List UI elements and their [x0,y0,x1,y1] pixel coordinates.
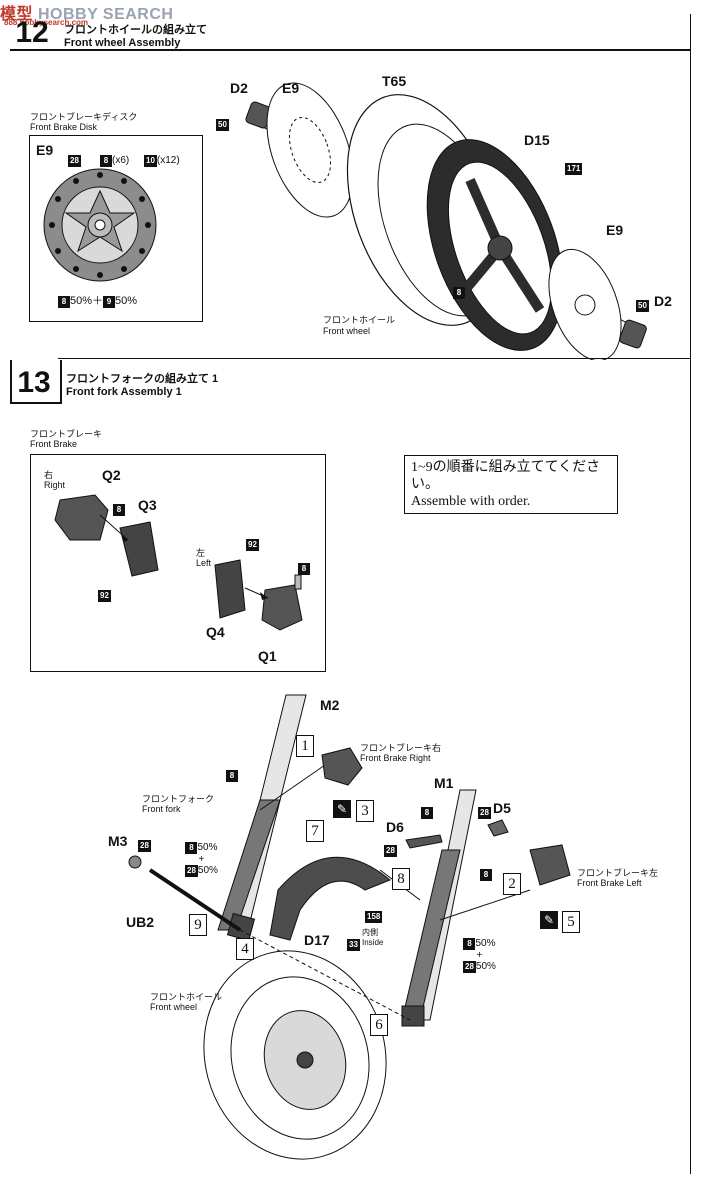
seq-5: 5 [562,911,580,933]
disk-part-label: E9 [36,142,54,158]
part-d5: D5 [493,800,511,816]
step-12-frame [10,14,690,51]
brake-detail-box [30,454,326,672]
seq-1: 1 [296,735,314,757]
paint-28-m3: 28 [138,840,151,852]
frame-right-edge [690,14,691,1174]
part-d2-right: D2 [654,293,672,309]
seq-2: 2 [503,873,521,895]
part-q3: Q3 [138,497,157,513]
brake-title-en: Front Brake [30,439,78,449]
brake-disk-illustration [43,168,157,282]
paint-8-brake-r: 8 [113,499,125,517]
inside-label: 内側 Inside [362,928,384,947]
note-en: Assemble with order. [411,494,531,509]
disk-paint-28: 28 [68,155,81,167]
part-m3: M3 [108,833,128,849]
brake-l-en: Front Brake Left [577,878,642,888]
part-m2: M2 [320,697,340,713]
step-13-title-en: Front fork Assembly 1 [66,386,182,398]
seq-8: 8 [392,868,410,890]
seq-4: 4 [236,938,254,960]
disk-paint-10: 10(x12) [144,155,180,167]
paint-28-d6: 28 [384,845,397,857]
step-12-number: 12 [15,16,49,49]
seq-3: 3 [356,800,374,822]
paint-8-fork: 8 [226,765,238,783]
part-e9-top: E9 [282,80,300,96]
seq-6: 6 [370,1014,388,1036]
disk-detail-box [29,135,203,322]
step-13-title-jp: フロントフォークの組み立て 1 [66,373,219,385]
part-q1: Q1 [258,648,277,664]
seq-9: 9 [189,914,207,936]
paint-8-m1: 8 [421,802,433,820]
part-d17: D17 [304,932,330,948]
part-d2-top: D2 [230,80,248,96]
glue-icon-5: ✎ [540,911,558,929]
paint-158: 158 [365,911,383,923]
brake-l-jp: フロントブレーキ左 [577,868,659,878]
brake-left-jp: 左 [196,548,206,558]
paint-50-top: 50 [216,119,229,131]
fork-jp: フロントフォーク [142,794,215,804]
wheel2-jp: フロントホイール [150,992,223,1002]
part-m1: M1 [434,775,454,791]
brake-left-en: Left [196,558,212,568]
part-e9-right: E9 [606,222,624,238]
step-12-title-en: Front wheel Assembly [64,37,181,49]
wheel2-en: Front wheel [150,1002,198,1012]
wheel-label-jp: フロントホイール [323,315,396,325]
paint-28-d5: 28 [478,807,491,819]
disk-title-jp: フロントブレーキディスク [30,112,138,122]
watermark: 模型 HOBBY SEARCH [0,6,174,23]
brake-title-jp: フロントブレーキ [30,429,103,439]
disk-paint-8: 8(x6) [100,150,129,168]
wheel-label-en: Front wheel [323,326,371,336]
watermark-url: 888.hobbysearch.com [4,18,89,27]
step-13-divider [58,358,690,359]
paint-171: 171 [565,163,583,175]
front-fork-assembly-illustration [128,694,571,1160]
paint-92-brake-r: 92 [98,590,111,602]
paint-50-right: 50 [636,300,649,312]
paint-8-wheel: 8 [453,282,465,300]
step-13-number: 13 [17,366,51,399]
part-q4: Q4 [206,624,225,640]
brake-caliper-illustration [54,494,303,631]
part-ub2: UB2 [126,914,155,930]
paint-8-brake-l: 8 [298,558,310,576]
step-13-frame [10,360,62,404]
glue-icon-3: ✎ [333,800,351,818]
step-12-title-jp: フロントホイールの組み立て [64,24,207,36]
front-wheel-exploded-illustration [245,82,647,360]
paint-92-brake-l: 92 [246,539,259,551]
disk-title-en: Front Brake Disk [30,122,98,132]
assembly-order-note: 1~9の順番に組み立ててください。 Assemble with order. [404,455,618,514]
brake-r-jp: フロントブレーキ右 [360,743,442,753]
note-jp: 1~9の順番に組み立ててください。 [411,460,601,492]
fork-en: Front fork [142,804,181,814]
paint-8-right: 8 [480,864,492,882]
part-t65: T65 [382,73,407,89]
brake-right-jp: 右 [44,470,54,480]
seq-7: 7 [306,820,324,842]
part-q2: Q2 [102,467,121,483]
paint-33: 33 [347,939,360,951]
part-d6: D6 [386,819,404,835]
brake-right-en: Right [44,480,66,490]
part-d15: D15 [524,132,550,148]
brake-r-en: Front Brake Right [360,753,431,763]
